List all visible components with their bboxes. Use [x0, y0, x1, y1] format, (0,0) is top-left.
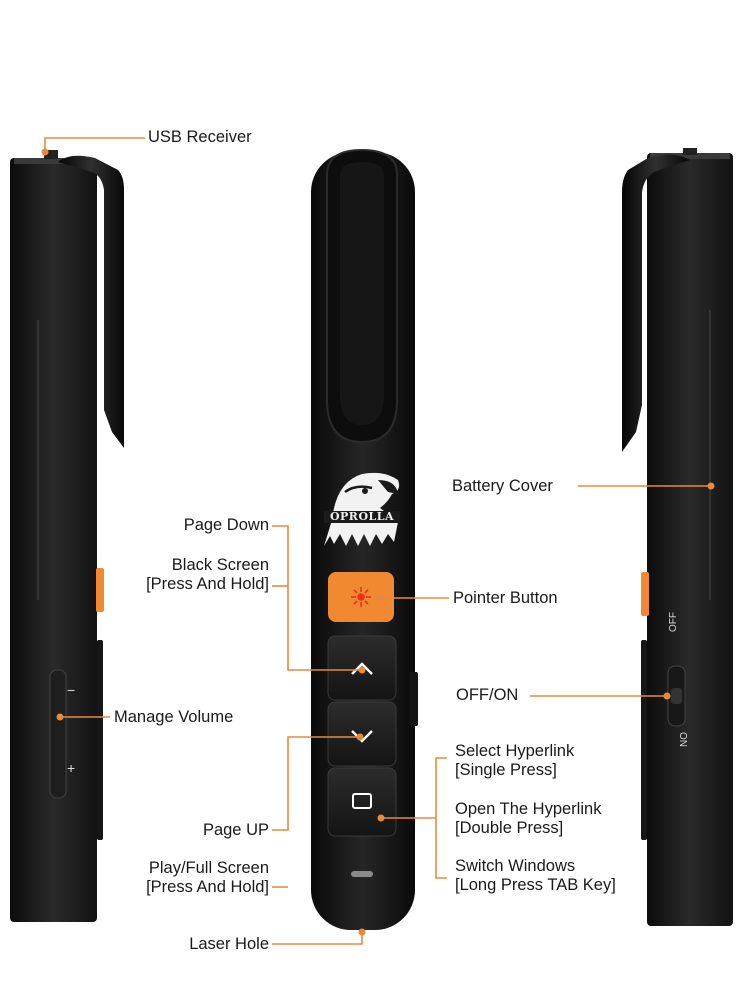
- label-black-screen-line1: Black Screen: [171, 556, 269, 574]
- label-open-hyperlink-line2: [Double Press]: [455, 819, 564, 837]
- eagle-logo-icon: [324, 472, 400, 546]
- window-square-icon: [352, 793, 372, 809]
- label-open-hyperlink: Open The Hyperlink [Double Press]: [455, 800, 601, 838]
- label-select-hyperlink-line1: Select Hyperlink: [455, 742, 575, 760]
- label-select-hyperlink: Select Hyperlink [Single Press]: [455, 742, 574, 780]
- left-side-view: [10, 150, 124, 922]
- label-page-up: Page UP: [202, 821, 269, 839]
- right-side-view: [622, 148, 733, 926]
- volume-minus-mark: −: [67, 682, 76, 698]
- brand-text: OPROLLA: [329, 510, 395, 523]
- leader-dots: [41, 148, 715, 936]
- label-open-hyperlink-line1: Open The Hyperlink: [455, 800, 602, 818]
- label-black-screen: Black Screen [Press And Hold]: [146, 556, 269, 594]
- label-switch-windows-line2: [Long Press TAB Key]: [455, 876, 616, 894]
- label-usb-receiver: USB Receiver: [148, 128, 252, 146]
- leader-lines: [44, 137, 711, 945]
- label-laser-hole: Laser Hole: [189, 935, 269, 953]
- label-select-hyperlink-line2: [Single Press]: [455, 761, 557, 779]
- chevron-down-icon: [351, 730, 373, 743]
- switch-off-mark: OFF: [668, 612, 679, 632]
- label-switch-windows: Switch Windows [Long Press TAB Key]: [455, 857, 616, 895]
- center-front-view: [311, 148, 418, 930]
- label-off-on: OFF/ON: [456, 686, 519, 704]
- label-play-full-screen-line1: Play/Full Screen: [148, 859, 269, 877]
- label-page-down: Page Down: [183, 516, 269, 534]
- switch-on-mark: ON: [677, 732, 688, 747]
- label-play-full-screen: Play/Full Screen [Press And Hold]: [146, 859, 269, 897]
- label-switch-windows-line1: Switch Windows: [455, 857, 576, 875]
- label-play-full-screen-line2: [Press And Hold]: [146, 878, 269, 896]
- label-pointer-button: Pointer Button: [453, 589, 558, 607]
- label-manage-volume: Manage Volume: [114, 708, 234, 726]
- label-black-screen-line2: [Press And Hold]: [146, 575, 269, 593]
- laser-icon: [351, 587, 371, 607]
- label-battery-cover: Battery Cover: [452, 477, 553, 495]
- volume-plus-mark: +: [67, 760, 76, 776]
